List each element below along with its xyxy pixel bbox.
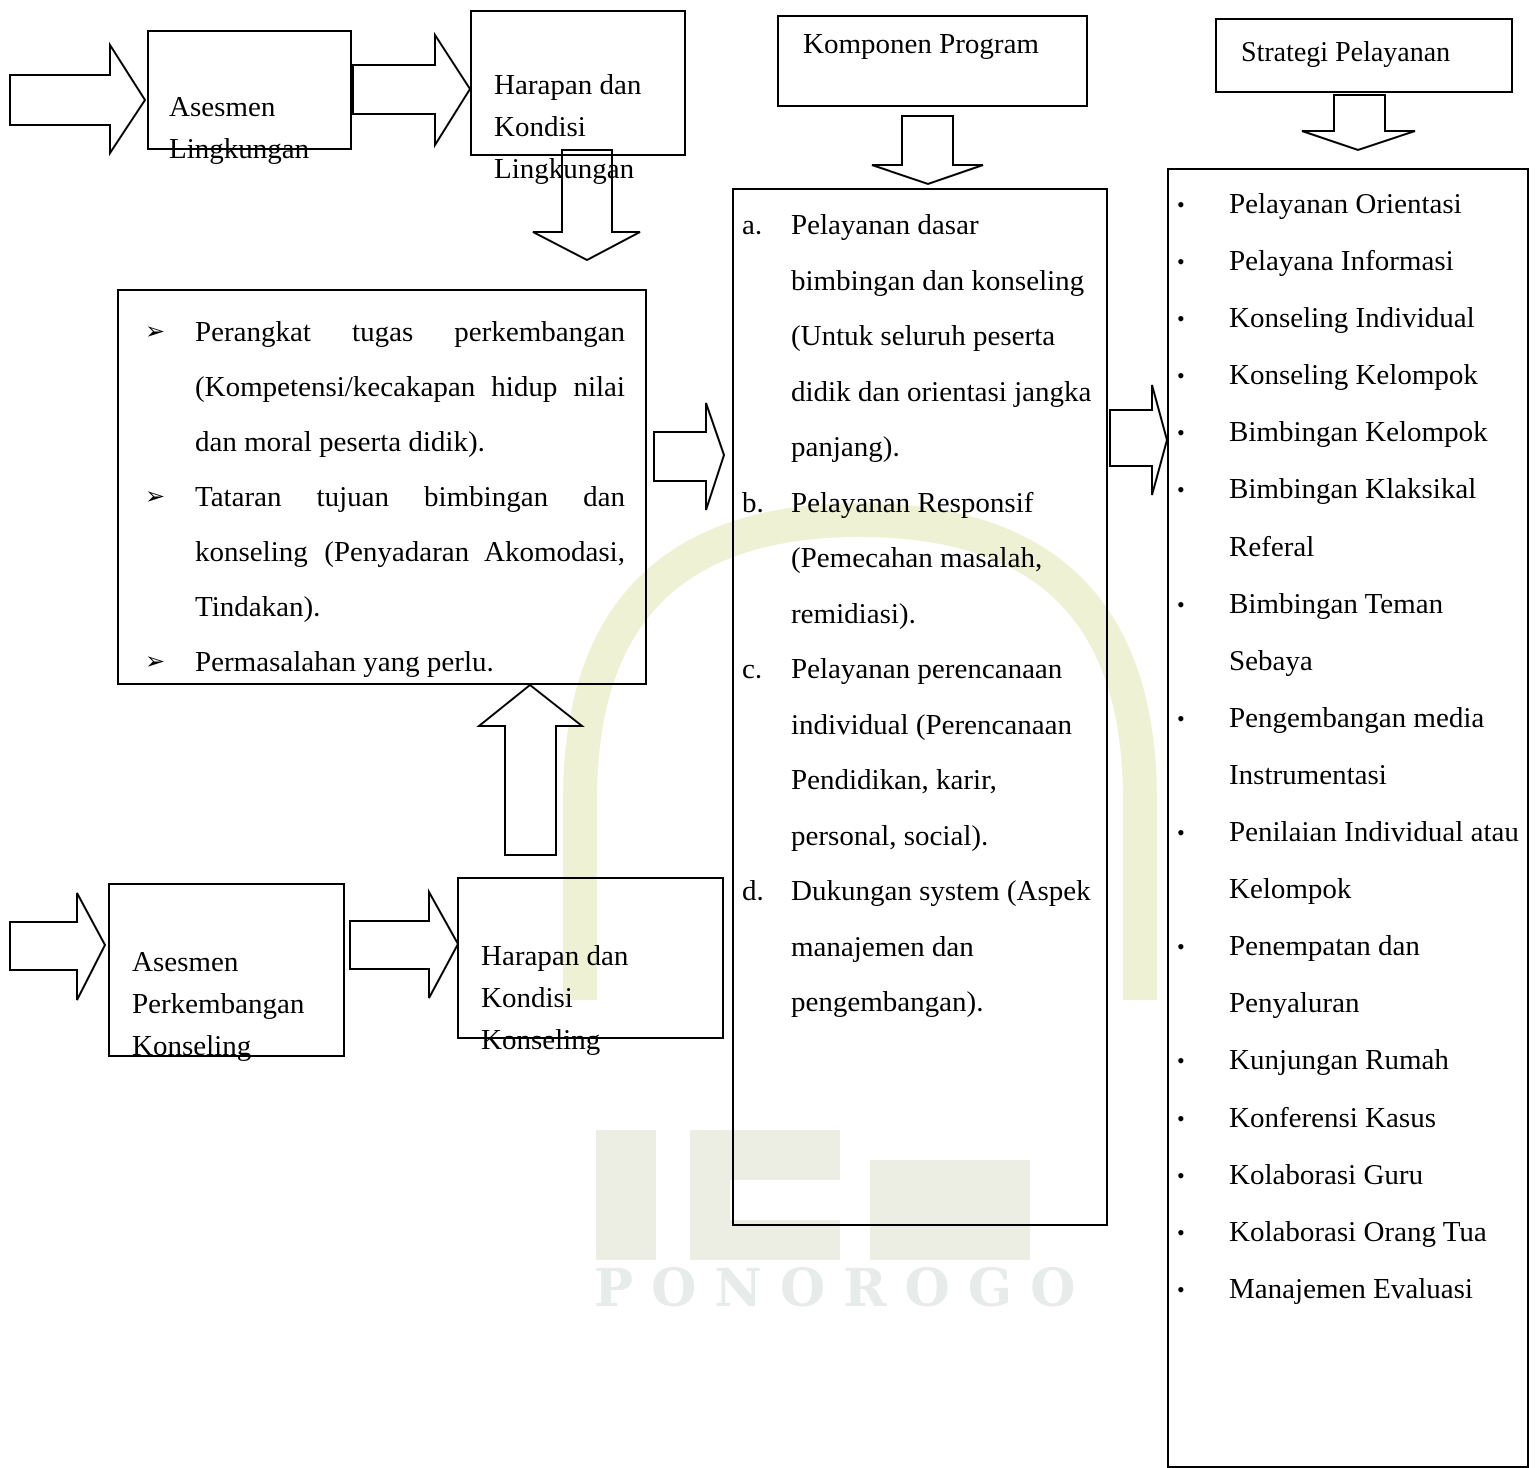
strategi-item-marker: • xyxy=(1177,192,1185,217)
perangkat-item-marker: ➢ xyxy=(145,319,166,345)
perangkat-item: ➢ Tataran tujuan bimbingan dan konseling … xyxy=(119,470,625,635)
strategi-item: • Penempatan dan Penyaluran xyxy=(1169,918,1519,1032)
perangkat-item-marker: ➢ xyxy=(145,649,166,675)
strategi-item-marker: • xyxy=(1177,1162,1185,1188)
arrow-asesmen-to-harapan xyxy=(352,31,472,149)
strategi-item: • Pengembangan media Instrumentasi xyxy=(1169,690,1519,804)
strategi-item-marker: • xyxy=(1177,591,1185,617)
strategi-item-marker: • xyxy=(1177,705,1185,731)
komponen-item-text: Pelayanan Responsif (Pemecahan masalah, … xyxy=(791,486,1043,630)
strategi-item-marker: • xyxy=(1177,477,1185,503)
strategi-item: • Pelayana Informasi xyxy=(1169,233,1519,290)
strategi-item-text: Penempatan dan Penyaluran xyxy=(1229,930,1420,1020)
arrow-komponen-to-strategi xyxy=(1109,384,1169,496)
arrow-komponen-down xyxy=(871,115,984,186)
arrow-perangkat-to-komponen xyxy=(653,402,726,511)
harapan-konseling-label: Harapan dan Kondisi Konseling xyxy=(481,940,629,1056)
komponen-item: b. Pelayanan Responsif (Pemecahan masalah… xyxy=(734,476,1092,643)
komponen-item-text: Dukungan system (Aspek manajemen dan pen… xyxy=(791,875,1091,1018)
arrow-strategi-down xyxy=(1301,94,1416,152)
strategi-item: • Kolaborasi Guru xyxy=(1169,1147,1519,1204)
perangkat-item-marker: ➢ xyxy=(145,484,166,510)
strategi-item-text: Bimbingan Kelompok xyxy=(1229,416,1488,449)
asesmen-perkembangan-label: Asesmen Perkembangan Konseling xyxy=(132,946,305,1062)
perangkat-item-text: Perangkat tugas perkembangan (Kompetensi… xyxy=(195,316,625,458)
strategi-item: • Kunjungan Rumah xyxy=(1169,1032,1519,1089)
strategi-item-marker: • xyxy=(1177,420,1185,446)
harapan-lingkungan-box: Harapan dan Kondisi Lingkungan xyxy=(470,10,686,185)
arrow-harapan-down xyxy=(532,149,641,262)
strategi-item: • Konferensi Kasus xyxy=(1169,1090,1519,1147)
strategi-item-text: Pengembangan media Instrumentasi xyxy=(1229,701,1485,791)
strategi-item-marker: • xyxy=(1177,934,1185,960)
strategi-item-text: Manajemen Evaluasi xyxy=(1229,1272,1473,1305)
strategi-pelayanan-label: Strategi Pelayanan xyxy=(1241,37,1451,68)
komponen-program-box: Komponen Program xyxy=(777,15,1088,107)
strategi-item-marker: • xyxy=(1177,306,1185,332)
strategi-item: • Manajemen Evaluasi xyxy=(1169,1261,1519,1318)
strategi-item-text: Konseling Kelompok xyxy=(1229,359,1478,392)
komponen-item-marker: c. xyxy=(742,653,763,685)
komponen-item-marker: a. xyxy=(742,209,763,241)
strategi-list: •Pelayanan Orientasi•Pelayana Informasi•… xyxy=(1169,176,1519,1318)
perangkat-item-text: Permasalahan yang perlu. xyxy=(195,646,494,678)
strategi-item-text: Bimbingan Teman Sebaya xyxy=(1229,587,1444,677)
strategi-item-text: Bimbingan Klaksikal Referal xyxy=(1229,473,1477,563)
strategi-item-marker: • xyxy=(1177,1276,1185,1302)
strategi-item-text: Konseling Individual xyxy=(1229,302,1475,335)
komponen-item-marker: b. xyxy=(742,486,764,519)
komponen-program-label: Komponen Program xyxy=(803,28,1039,60)
strategi-item-text: Konferensi Kasus xyxy=(1229,1101,1436,1134)
strategi-list-box: •Pelayanan Orientasi•Pelayana Informasi•… xyxy=(1167,168,1529,1468)
harapan-konseling-box: Harapan dan Kondisi Konseling xyxy=(457,877,724,1056)
arrow-into-asesmen-lingkungan xyxy=(9,41,147,157)
strategi-item-marker: • xyxy=(1177,820,1185,846)
komponen-list: a. Pelayanan dasar bimbingan dan konselin… xyxy=(734,198,1092,1031)
asesmen-lingkungan-box: Asesmen Lingkungan xyxy=(147,30,352,165)
perangkat-tugas-box: ➢ Perangkat tugas perkembangan (Kompetens… xyxy=(117,289,647,685)
arrow-harapan-konseling-up xyxy=(476,683,585,856)
strategi-item-marker: • xyxy=(1177,249,1185,275)
strategi-item: • Penilaian Individual atau Kelompok xyxy=(1169,804,1519,918)
komponen-item: c. Pelayanan perencanaan individual (Pere… xyxy=(734,642,1092,864)
strategi-item-text: Kolaborasi Orang Tua xyxy=(1229,1215,1487,1248)
komponen-item: a. Pelayanan dasar bimbingan dan konselin… xyxy=(734,198,1092,476)
komponen-item-marker: d. xyxy=(742,875,764,907)
perangkat-list: ➢ Perangkat tugas perkembangan (Kompetens… xyxy=(119,305,625,690)
strategi-item-text: Pelayanan Orientasi xyxy=(1229,188,1462,220)
strategi-item-marker: • xyxy=(1177,363,1185,389)
strategi-item-marker: • xyxy=(1177,1105,1185,1131)
strategi-item: • Konseling Individual xyxy=(1169,290,1519,347)
strategi-item: • Bimbingan Kelompok xyxy=(1169,404,1519,461)
asesmen-perkembangan-box: Asesmen Perkembangan Konseling xyxy=(108,883,345,1062)
strategi-item: • Pelayanan Orientasi xyxy=(1169,176,1519,233)
asesmen-lingkungan-label: Asesmen Lingkungan xyxy=(169,91,310,165)
strategi-item-marker: • xyxy=(1177,1048,1185,1074)
strategi-pelayanan-box: Strategi Pelayanan xyxy=(1215,18,1513,93)
strategi-item: • Kolaborasi Orang Tua xyxy=(1169,1204,1519,1261)
strategi-item-text: Penilaian Individual atau Kelompok xyxy=(1229,816,1519,906)
strategi-item-text: Kolaborasi Guru xyxy=(1229,1158,1424,1191)
strategi-item-text: Kunjungan Rumah xyxy=(1229,1044,1449,1077)
perangkat-item-text: Tataran tujuan bimbingan dan konseling (… xyxy=(195,481,625,623)
strategi-item-marker: • xyxy=(1177,1219,1185,1245)
strategi-item: • Konseling Kelompok xyxy=(1169,347,1519,404)
arrow-into-asesmen-perkembangan xyxy=(9,892,107,1001)
komponen-item-text: Pelayanan dasar bimbingan dan konseling … xyxy=(791,209,1092,463)
komponen-list-box: a. Pelayanan dasar bimbingan dan konselin… xyxy=(732,188,1108,1226)
perangkat-item: ➢ Perangkat tugas perkembangan (Kompetens… xyxy=(119,305,625,470)
harapan-lingkungan-label: Harapan dan Kondisi Lingkungan xyxy=(494,69,642,185)
strategi-item: • Bimbingan Klaksikal Referal xyxy=(1169,461,1519,575)
komponen-item: d. Dukungan system (Aspek manajemen dan p… xyxy=(734,864,1092,1031)
komponen-item-text: Pelayanan perencanaan individual (Perenc… xyxy=(791,653,1073,852)
arrow-asesmen-to-harapan-konseling xyxy=(349,888,460,999)
perangkat-item: ➢ Permasalahan yang perlu. xyxy=(119,635,625,690)
strategi-item: • Bimbingan Teman Sebaya xyxy=(1169,576,1519,690)
strategi-item-text: Pelayana Informasi xyxy=(1229,245,1454,278)
watermark-text: PONOROGO xyxy=(594,1258,1094,1319)
